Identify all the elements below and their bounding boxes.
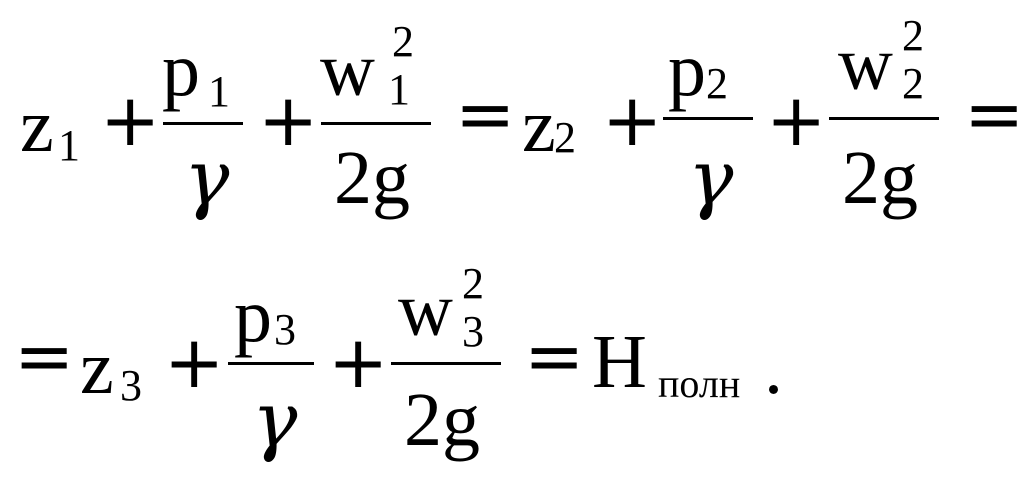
2g-denominator-3: 2g — [404, 378, 480, 462]
2g-denominator-2: 2g — [842, 136, 918, 220]
fraction-bar-3 — [663, 117, 753, 120]
equals-sign: = — [455, 72, 516, 156]
p3-subscript: 3 — [274, 305, 296, 354]
z2-subscript: 2 — [554, 113, 576, 162]
equals-sign: = — [524, 314, 585, 398]
plus-sign: + — [328, 320, 389, 404]
p1-base: p — [162, 28, 200, 112]
equals-sign: = — [14, 314, 75, 398]
z1-base: z — [20, 84, 54, 168]
gamma-denominator-2: γ — [688, 133, 734, 222]
plus-sign: + — [164, 320, 225, 404]
plus-sign: + — [766, 78, 827, 162]
w2-superscript: 2 — [902, 11, 924, 60]
w1-base: w — [320, 28, 375, 112]
plus-sign: + — [258, 78, 319, 162]
plus-sign: + — [100, 78, 161, 162]
z3-subscript: 3 — [120, 361, 142, 410]
gamma-denominator-1: γ — [184, 133, 230, 222]
w3-base: w — [398, 268, 453, 352]
equals-sign: = — [964, 72, 1024, 156]
z2-base: z — [522, 84, 556, 168]
z3-base: z — [80, 326, 114, 410]
p2-subscript: 2 — [706, 59, 728, 108]
fraction-bar-1 — [163, 122, 243, 125]
w1-superscript: 2 — [392, 17, 414, 66]
2g-denominator-1: 2g — [334, 136, 410, 220]
p1-subscript: 1 — [208, 67, 230, 116]
fraction-bar-5 — [228, 362, 314, 365]
w2-base: w — [838, 22, 893, 106]
z1-subscript: 1 — [58, 121, 80, 170]
w3-superscript: 2 — [462, 259, 484, 308]
h-total-base: H — [592, 320, 647, 404]
w3-subscript: 3 — [462, 307, 484, 356]
p2-base: p — [668, 28, 706, 112]
p3-base: p — [234, 274, 272, 358]
final-period: . — [764, 326, 783, 410]
w1-subscript: 1 — [388, 65, 410, 114]
fraction-bar-6 — [391, 362, 501, 365]
plus-sign: + — [602, 78, 663, 162]
w2-subscript: 2 — [902, 59, 924, 108]
fraction-bar-4 — [829, 117, 939, 120]
h-total-subscript: полн — [658, 361, 741, 406]
fraction-bar-2 — [321, 122, 431, 125]
gamma-denominator-3: γ — [252, 375, 298, 464]
